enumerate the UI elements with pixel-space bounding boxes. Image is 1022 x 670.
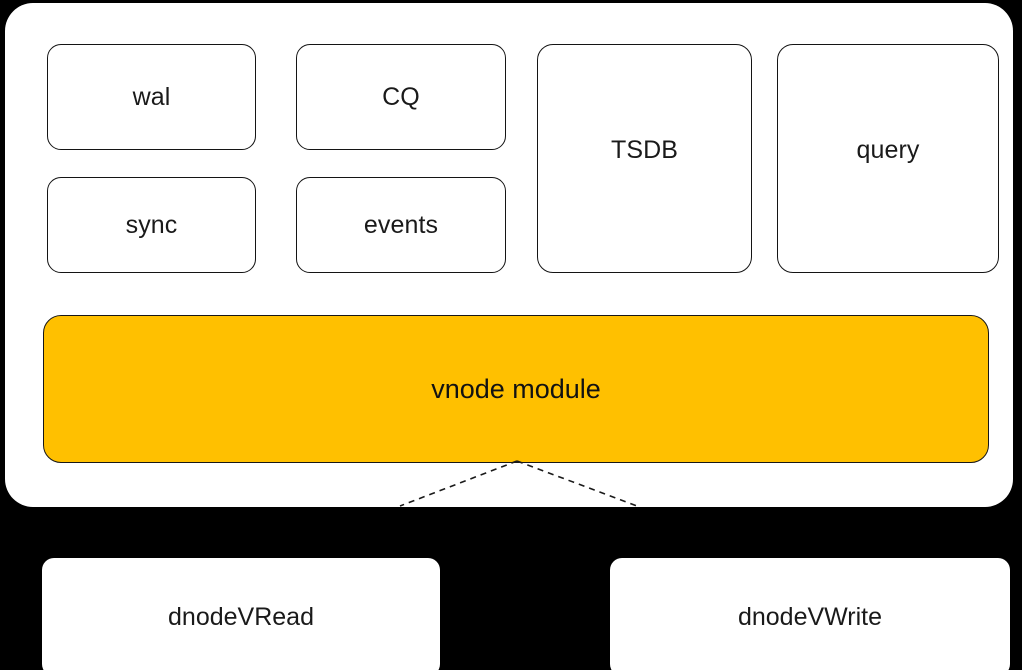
dnode-vwrite-box[interactable]: dnodeVWrite [610, 558, 1010, 670]
module-box-query[interactable]: query [777, 44, 999, 273]
vnode-container: wal CQ sync events TSDB query vnode modu… [5, 3, 1013, 507]
module-box-cq[interactable]: CQ [296, 44, 506, 150]
dnode-vread-box[interactable]: dnodeVRead [42, 558, 440, 670]
module-box-tsdb[interactable]: TSDB [537, 44, 752, 273]
module-box-wal[interactable]: wal [47, 44, 256, 150]
vnode-module-label: vnode module [431, 373, 601, 404]
module-label-sync: sync [125, 210, 178, 239]
module-label-wal: wal [132, 82, 171, 111]
module-label-tsdb: TSDB [610, 136, 679, 164]
module-label-cq: CQ [382, 82, 420, 111]
vnode-module-bar[interactable]: vnode module [43, 315, 989, 463]
module-box-events[interactable]: events [296, 177, 506, 273]
dnode-vwrite-label: dnodeVWrite [737, 602, 883, 631]
module-label-query: query [856, 136, 920, 164]
dnode-vread-label: dnodeVRead [168, 602, 314, 631]
module-label-events: events [363, 210, 439, 239]
module-box-sync[interactable]: sync [47, 177, 256, 273]
